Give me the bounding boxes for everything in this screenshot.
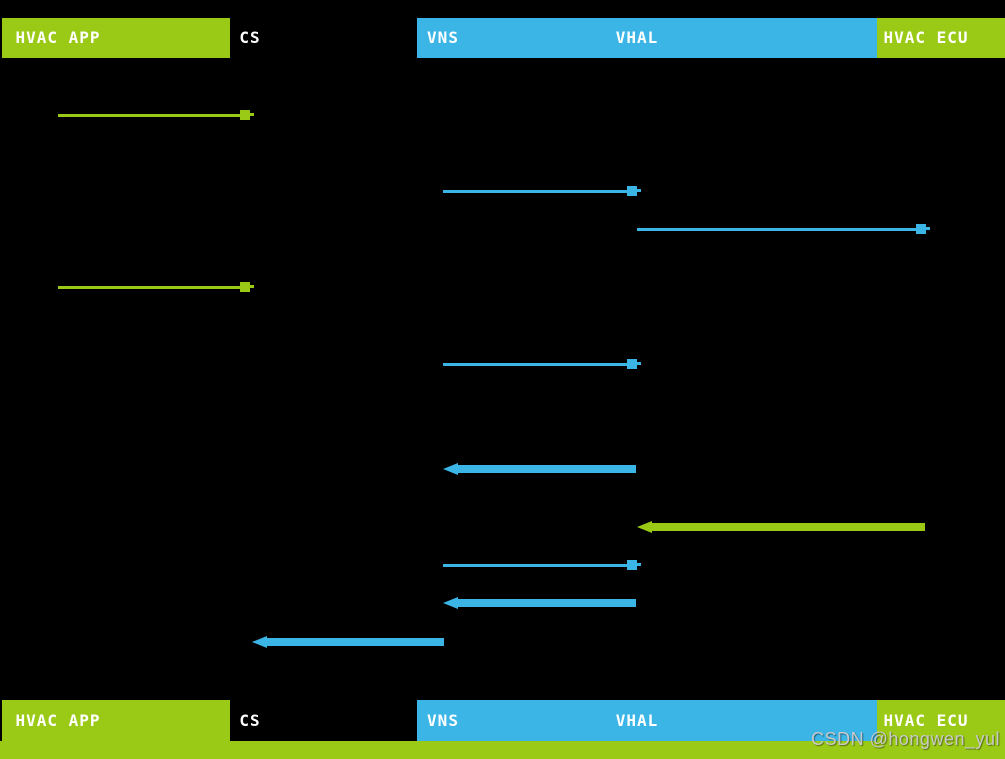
message-line xyxy=(58,286,241,289)
participant-box-hvac-app-top xyxy=(2,18,230,58)
message-arrow-vns-to-vhal xyxy=(443,359,641,369)
left-triangle-arrowhead-icon xyxy=(443,463,458,475)
participant-label-hvac-app-top: HVAC APP xyxy=(15,28,101,47)
thick-message-body xyxy=(455,599,636,607)
square-arrowhead-icon xyxy=(627,359,637,369)
square-arrowhead-icon xyxy=(240,110,250,120)
arrowhead-nub xyxy=(637,189,641,192)
message-arrow-hvac-app-to-cs xyxy=(58,110,254,120)
arrowhead-nub xyxy=(637,563,641,566)
left-triangle-arrowhead-icon xyxy=(252,636,267,648)
participant-label-cs-bottom: CS xyxy=(239,711,261,730)
arrowhead-nub xyxy=(637,362,641,365)
participant-box-vns-vhal-top xyxy=(417,18,877,58)
message-line xyxy=(443,564,628,567)
participant-label-vhal-bottom: VHAL xyxy=(615,711,659,730)
participant-box-hvac-ecu-top xyxy=(877,18,1005,58)
square-arrowhead-icon xyxy=(627,560,637,570)
message-line xyxy=(637,228,917,231)
participant-label-vns-bottom: VNS xyxy=(427,711,459,730)
left-triangle-arrowhead-icon xyxy=(443,597,458,609)
thick-message-body xyxy=(455,465,636,473)
participant-box-hvac-ecu-bottom xyxy=(877,700,1005,741)
left-triangle-arrowhead-icon xyxy=(637,521,652,533)
watermark-text: CSDN @hongwen_yul xyxy=(811,729,1000,749)
message-arrow-vhal-to-vns xyxy=(443,597,636,609)
square-arrowhead-icon xyxy=(916,224,926,234)
participant-label-hvac-ecu-bottom: HVAC ECU xyxy=(883,711,969,730)
arrowhead-nub xyxy=(926,227,930,230)
bottom-green-strip xyxy=(0,741,1005,759)
participant-label-vns-top: VNS xyxy=(427,28,459,47)
participant-label-hvac-ecu-top: HVAC ECU xyxy=(883,28,969,47)
square-arrowhead-icon xyxy=(627,186,637,196)
participant-label-vhal-top: VHAL xyxy=(615,28,659,47)
message-arrow-hvac-ecu-to-vhal xyxy=(637,521,925,533)
message-line xyxy=(443,363,628,366)
participant-label-hvac-app-bottom: HVAC APP xyxy=(15,711,101,730)
participant-box-cs-bottom xyxy=(230,700,417,741)
arrowhead-nub xyxy=(250,285,254,288)
message-line xyxy=(58,114,241,117)
participant-label-cs-top: CS xyxy=(239,28,261,47)
participant-box-vns-vhal-bottom xyxy=(417,700,877,741)
message-arrow-vns-to-cs xyxy=(252,636,444,648)
message-arrow-vns-to-vhal xyxy=(443,560,641,570)
participant-box-cs-top xyxy=(230,18,417,58)
thick-message-body xyxy=(649,523,925,531)
arrowhead-nub xyxy=(250,113,254,116)
square-arrowhead-icon xyxy=(240,282,250,292)
message-arrow-vhal-to-vns xyxy=(443,463,636,475)
message-line xyxy=(443,190,628,193)
participant-box-hvac-app-bottom xyxy=(2,700,230,741)
message-arrow-hvac-app-to-cs xyxy=(58,282,254,292)
message-arrow-vns-to-vhal xyxy=(443,186,641,196)
thick-message-body xyxy=(264,638,444,646)
message-arrow-vhal-to-hvac-ecu xyxy=(637,224,930,234)
